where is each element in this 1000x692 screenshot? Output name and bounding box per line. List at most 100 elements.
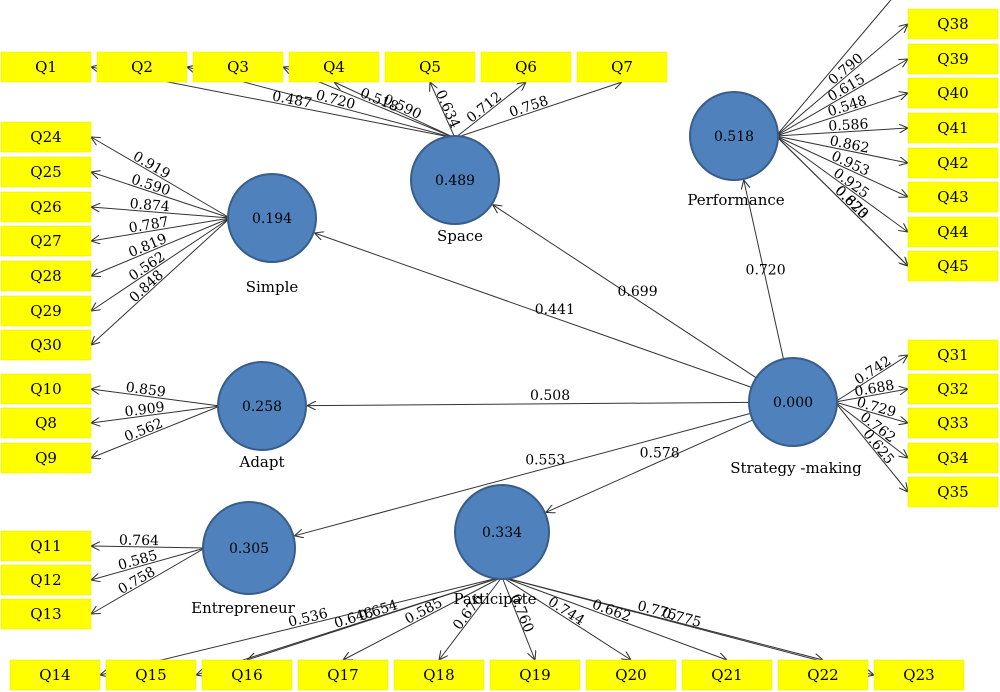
path-coefficient-adapt: 0.508 — [530, 388, 570, 404]
indicator-box — [907, 8, 999, 40]
indicator-box — [0, 191, 92, 223]
indicator-q16: Q16 — [201, 659, 293, 691]
loading-label: 0.764 — [119, 532, 159, 549]
indicator-box — [0, 156, 92, 188]
path-coefficient-performance: 0.720 — [746, 262, 786, 278]
construct-value: 0.305 — [229, 541, 269, 557]
indicator-label: Q34 — [937, 449, 968, 467]
loading-arrow — [334, 82, 456, 139]
loading-arrow — [775, 135, 908, 197]
indicator-q11: Q11 — [0, 530, 92, 562]
indicator-box — [480, 51, 572, 83]
loading-label: 0.590 — [381, 91, 424, 122]
construct-circle — [689, 91, 779, 181]
indicator-box — [0, 225, 92, 257]
indicator-q23: Q23 — [873, 659, 965, 691]
loading-arrow — [834, 401, 908, 423]
construct-value: 0.000 — [773, 395, 813, 411]
indicator-box — [0, 329, 92, 361]
indicator-label: Q25 — [30, 163, 61, 181]
loading-label: 0.909 — [124, 399, 166, 420]
indicator-q21: Q21 — [681, 659, 773, 691]
loading-label: 0.720 — [314, 87, 357, 113]
indicator-box — [0, 121, 92, 153]
loading-arrow — [454, 82, 622, 139]
indicator-q9: Q9 — [0, 442, 92, 474]
indicator-label: Q24 — [30, 128, 61, 146]
indicator-label: Q16 — [231, 666, 262, 684]
loading-arrow — [91, 217, 231, 241]
construct-circle — [217, 361, 307, 451]
loading-arrow — [91, 217, 231, 311]
indicator-q5: Q5 — [384, 51, 476, 83]
loading-arrow — [91, 137, 231, 219]
loading-arrow — [91, 389, 221, 407]
loading-arrow — [834, 389, 908, 403]
indicator-label: Q10 — [30, 380, 61, 398]
indicator-box — [907, 407, 999, 439]
indicator-label: Q35 — [937, 483, 968, 501]
indicator-box — [585, 659, 677, 691]
indicator-q20: Q20 — [585, 659, 677, 691]
indicator-label: Q43 — [937, 188, 968, 206]
indicator-label: Q2 — [131, 58, 153, 76]
indicator-q38: Q38 — [907, 8, 999, 40]
loading-arrow — [91, 547, 206, 614]
construct-circle — [454, 484, 550, 580]
indicator-box — [0, 51, 92, 83]
loading-arrow — [501, 576, 631, 660]
loading-label: 0.874 — [129, 196, 170, 215]
loading-arrow — [775, 59, 908, 137]
indicator-q30: Q30 — [0, 329, 92, 361]
indicator-label: Q12 — [30, 571, 61, 589]
loading-label: 0.712 — [464, 89, 505, 126]
indicator-box — [0, 407, 92, 439]
loading-arrow — [775, 135, 908, 163]
loading-arrow — [91, 405, 221, 458]
loading-arrow — [247, 576, 503, 660]
indicator-label: Q11 — [30, 537, 61, 555]
indicator-box — [907, 112, 999, 144]
indicator-q39: Q39 — [907, 43, 999, 75]
indicator-label: Q3 — [227, 58, 249, 76]
indicator-label: Q30 — [30, 336, 61, 354]
path-coefficient-space: 0.699 — [618, 284, 658, 300]
loading-label: 0.787 — [128, 214, 170, 236]
indicator-q31: Q31 — [907, 339, 999, 371]
indicator-box — [907, 181, 999, 213]
indicator-label: Q23 — [903, 666, 934, 684]
loading-label: 0.654 — [357, 597, 400, 625]
indicator-label: Q45 — [937, 257, 968, 275]
indicator-q6: Q6 — [480, 51, 572, 83]
loading-arrow — [91, 546, 206, 548]
indicator-box — [0, 373, 92, 405]
loading-label: 0.634 — [432, 88, 463, 131]
construct-circle — [227, 173, 317, 263]
loading-label: 0.862 — [828, 133, 870, 157]
indicator-label: Q22 — [807, 666, 838, 684]
indicator-q12: Q12 — [0, 564, 92, 596]
construct-name: Simple — [246, 278, 299, 296]
indicator-box — [0, 260, 92, 292]
loading-arrow — [91, 217, 231, 345]
loading-arrow — [501, 576, 727, 660]
indicator-q10: Q10 — [0, 373, 92, 405]
indicator-q18: Q18 — [393, 659, 485, 691]
indicator-label: Q19 — [519, 666, 550, 684]
indicator-label: Q6 — [515, 58, 537, 76]
indicator-box — [907, 339, 999, 371]
indicator-q27: Q27 — [0, 225, 92, 257]
loading-label: 0.758 — [507, 93, 550, 121]
indicator-box — [9, 659, 101, 691]
indicator-q40: Q40 — [907, 77, 999, 109]
indicator-q3: Q3 — [192, 51, 284, 83]
indicator-q29: Q29 — [0, 295, 92, 327]
indicator-box — [907, 147, 999, 179]
construct-value: 0.194 — [252, 211, 292, 227]
loading-label: 0.859 — [125, 380, 167, 401]
construct-circle — [748, 357, 838, 447]
